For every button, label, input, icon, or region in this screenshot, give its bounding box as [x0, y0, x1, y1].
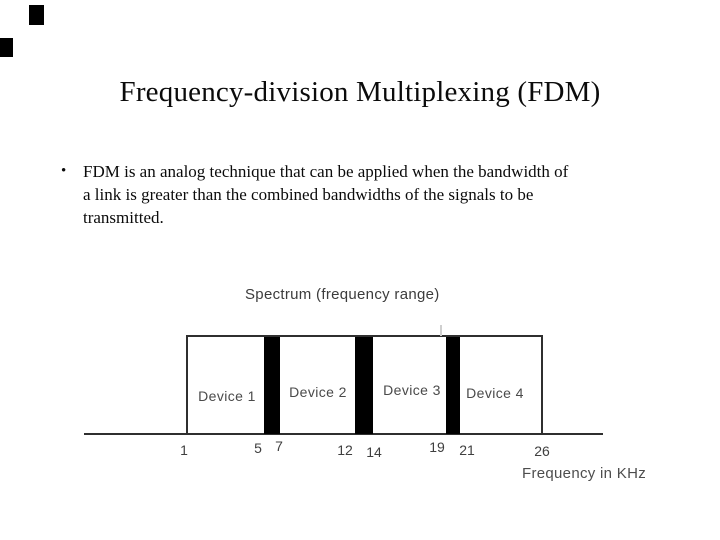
- axis-tick-label: 26: [534, 443, 550, 459]
- bullet-text-line: transmitted.: [83, 208, 164, 227]
- axis-tick-label: 7: [275, 438, 283, 454]
- device-label: Device 1: [198, 388, 256, 404]
- bullet-text-line: FDM is an analog technique that can be a…: [83, 162, 569, 181]
- corner-scan-mark: [29, 5, 44, 25]
- device-label: Device 3: [383, 382, 441, 398]
- axis-tick-label: 19: [429, 439, 445, 455]
- device-label: Device 2: [289, 384, 347, 400]
- scan-artifact-tick: [440, 325, 442, 336]
- corner-scan-mark: [0, 38, 13, 57]
- guard-band-bar: [446, 337, 460, 434]
- axis-tick-label: 5: [254, 440, 262, 456]
- axis-tick-label: 14: [366, 444, 382, 460]
- device-label: Device 4: [466, 385, 524, 401]
- spectrum-caption: Spectrum (frequency range): [245, 286, 440, 303]
- slide-title: Frequency-division Multiplexing (FDM): [119, 76, 601, 108]
- spectrum-box: [186, 335, 543, 435]
- axis-tick-label: 12: [337, 442, 353, 458]
- bullet-marker: •: [61, 163, 67, 179]
- axis-tick-label: 1: [180, 442, 188, 458]
- guard-band-bar: [355, 337, 373, 434]
- bullet-text-line: a link is greater than the combined band…: [83, 185, 534, 204]
- bullet-text: FDM is an analog technique that can be a…: [83, 160, 568, 229]
- axis-tick-label: 21: [459, 442, 475, 458]
- frequency-axis-title: Frequency in KHz: [522, 465, 647, 482]
- guard-band-bar: [264, 337, 280, 434]
- bullet-item: • FDM is an analog technique that can be…: [61, 160, 646, 229]
